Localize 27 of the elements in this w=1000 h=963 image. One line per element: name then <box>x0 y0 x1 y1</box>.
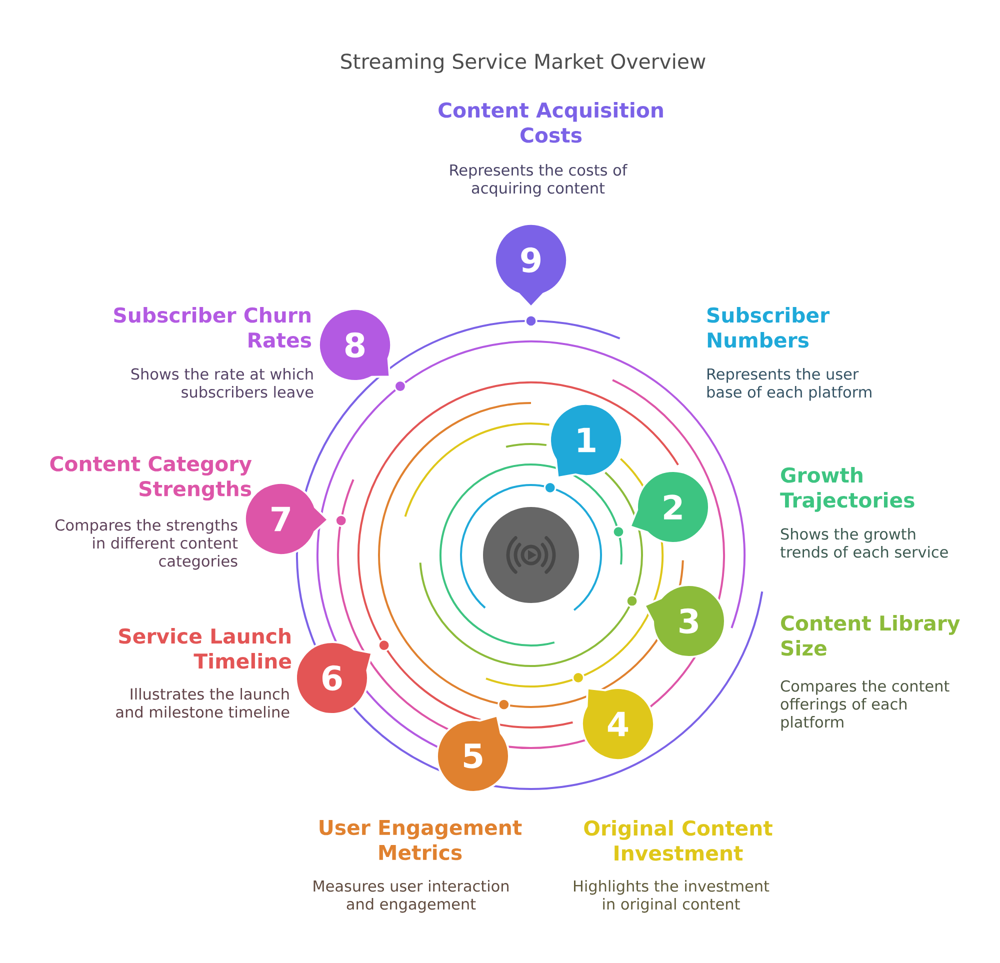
item-description: Shows the rate at which subscribers leave <box>131 368 314 398</box>
item-title: Growth Trajectories <box>780 466 914 512</box>
item-description: Compares the strengths in different content categories <box>55 519 238 570</box>
numbered-bubble: 2 <box>629 470 710 544</box>
numbered-bubble: 3 <box>644 584 726 658</box>
item-title: Content Library Size <box>781 614 960 656</box>
item-title: Original Content Investment <box>584 820 772 861</box>
item-description: Shows the growth trends of each service <box>780 528 948 558</box>
numbered-bubble: 5 <box>436 714 510 793</box>
item-title: User Engagement Metrics <box>320 820 522 860</box>
diagram-title: Streaming Service Market Overview <box>341 53 706 73</box>
item-description: Highlights the investment in original content <box>574 880 770 913</box>
item-description: Represents the user base of each platform <box>707 368 872 401</box>
item-title: Service Launch Timeline <box>119 628 292 669</box>
numbered-bubble: 8 <box>318 308 392 382</box>
item-description: Compares the content offerings of each platform <box>780 680 950 731</box>
numbered-bubble: 9 <box>494 223 568 308</box>
numbered-bubble: 6 <box>295 640 373 715</box>
item-title: Subscriber Numbers <box>707 306 830 348</box>
item-description: Represents the costs of acquiring content <box>450 164 628 197</box>
hub-circle <box>483 506 579 603</box>
item-title: Subscriber Churn Rates <box>114 306 312 348</box>
numbered-bubble: 1 <box>549 403 623 479</box>
item-description: Measures user interaction and engagement <box>314 880 508 913</box>
numbered-bubble: 4 <box>581 687 655 761</box>
item-title: Content Acquisition Costs <box>438 102 663 143</box>
item-description: Illustrates the launch and milestone timeline <box>116 688 290 718</box>
